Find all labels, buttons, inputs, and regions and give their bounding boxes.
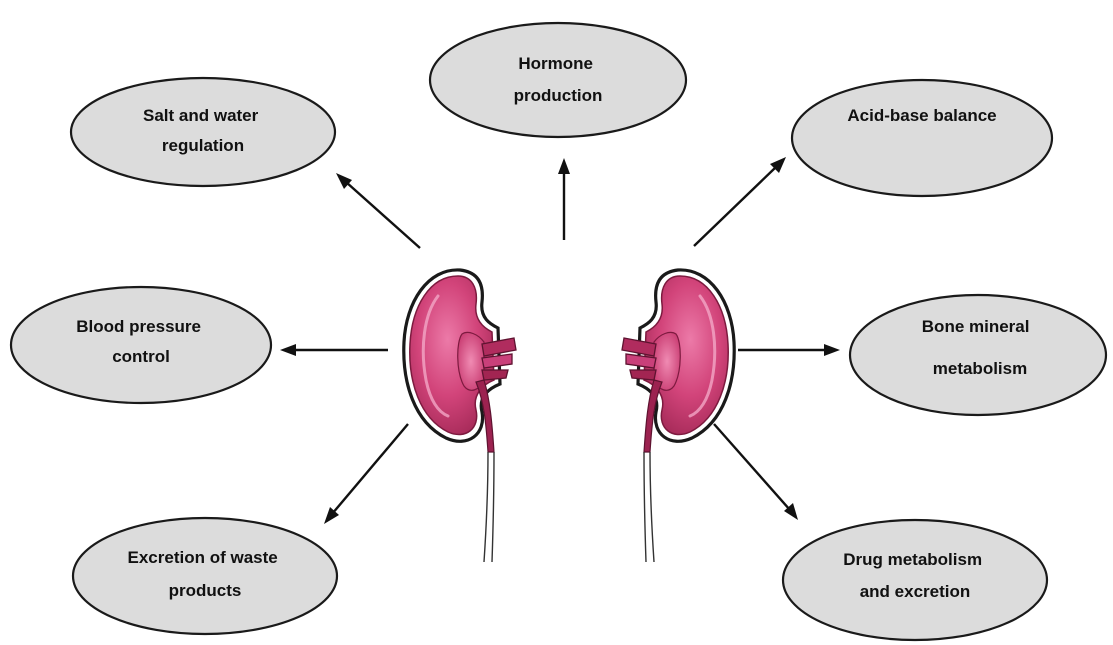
function-drug-metabolism: Drug metabolism and excretion: [783, 520, 1047, 640]
blood-label-line2: control: [112, 347, 170, 366]
bone-label-line2: metabolism: [933, 359, 1027, 378]
function-hormone: Hormone production: [430, 23, 686, 137]
arrow-waste: [324, 424, 408, 524]
waste-label-line1: Excretion of waste: [128, 548, 278, 567]
function-salt-water: Salt and water regulation: [71, 78, 335, 186]
waste-label-line2: products: [169, 581, 242, 600]
drug-label-line1: Drug metabolism: [843, 550, 982, 569]
function-bone-mineral: Bone mineral metabolism: [850, 295, 1106, 415]
kidneys-icon: [404, 270, 734, 562]
left-kidney-icon: [404, 270, 516, 562]
arrow-drug: [714, 424, 798, 520]
arrows: [280, 157, 840, 524]
function-acid-base: Acid-base balance: [792, 80, 1052, 196]
bone-label-line1: Bone mineral: [922, 317, 1030, 336]
acid-label-line1: Acid-base balance: [847, 106, 996, 125]
arrow-hormone: [558, 158, 570, 240]
right-kidney-icon: [622, 270, 734, 562]
arrow-acid: [694, 157, 786, 246]
salt-label-line2: regulation: [162, 136, 244, 155]
arrow-blood: [280, 344, 388, 356]
arrow-salt: [336, 173, 420, 248]
blood-label-line1: Blood pressure: [76, 317, 201, 336]
salt-label-line1: Salt and water: [143, 106, 259, 125]
svg-text:Acid-base balance: Acid-base balance: [847, 106, 996, 125]
drug-label-line2: and excretion: [860, 582, 971, 601]
hormone-label-line2: production: [514, 86, 603, 105]
function-blood-pressure: Blood pressure control: [11, 287, 271, 403]
function-waste-excretion: Excretion of waste products: [73, 518, 337, 634]
hormone-label-line1: Hormone: [518, 54, 593, 73]
arrow-bone: [738, 344, 840, 356]
